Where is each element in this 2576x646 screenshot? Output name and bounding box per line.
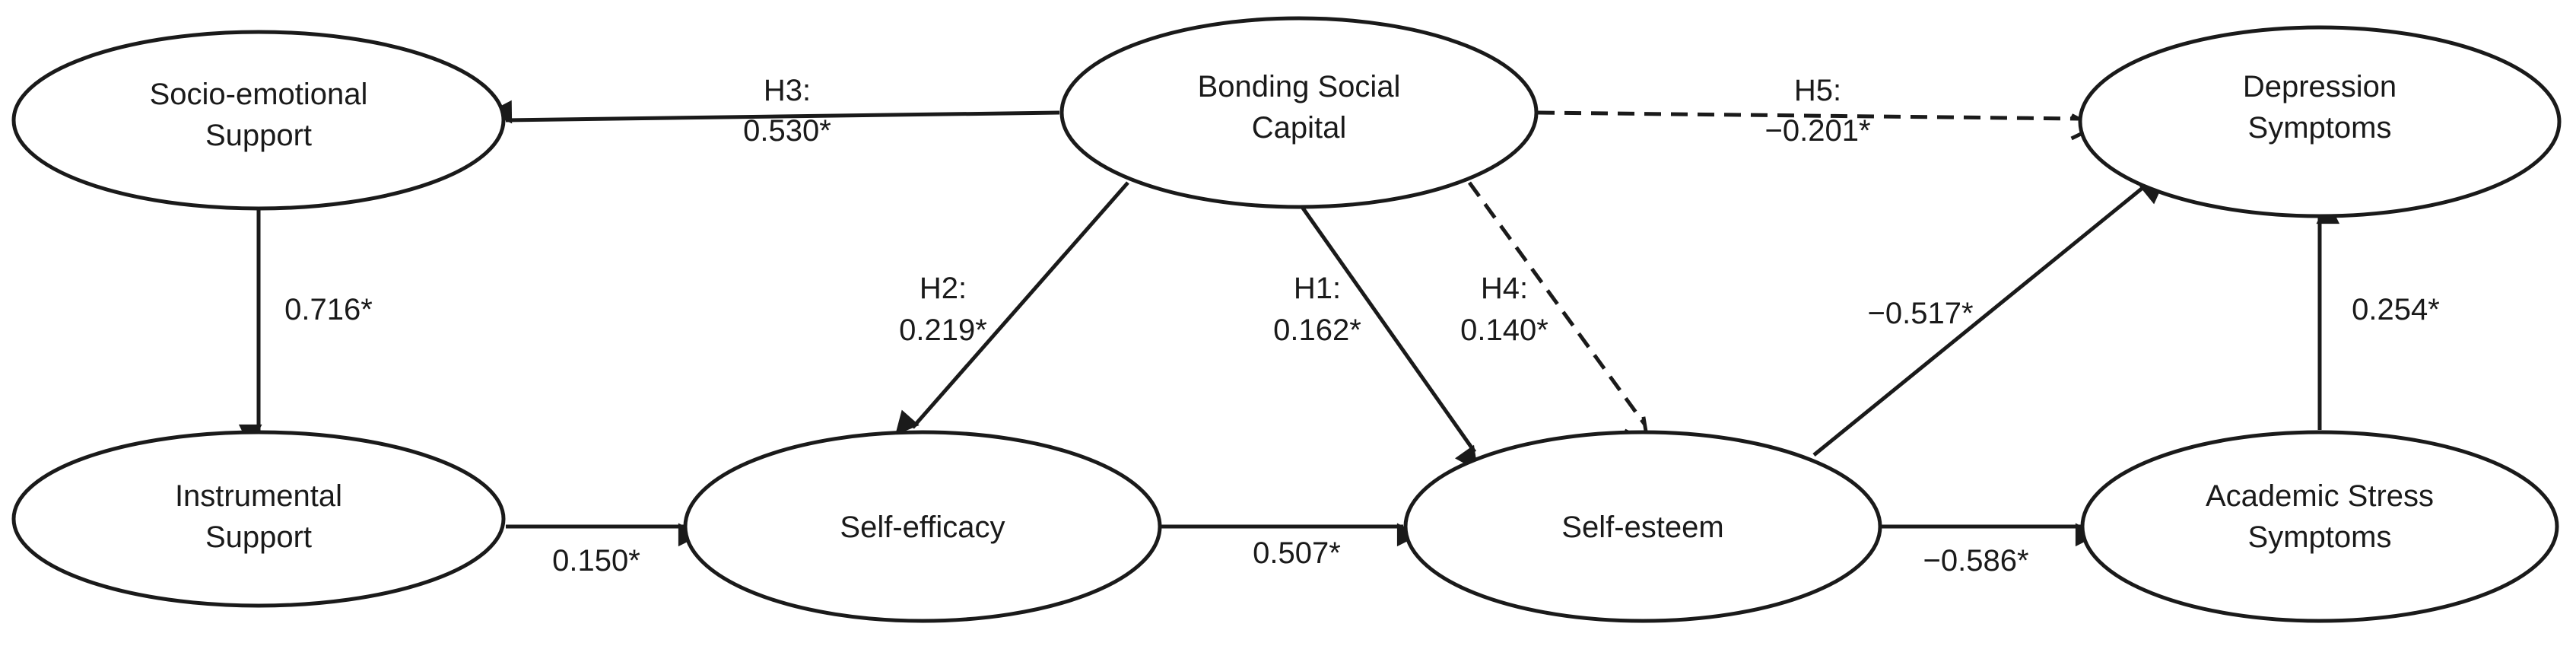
node-instrumental-support-line2: Support <box>205 520 312 554</box>
node-socio-emotional-support: Socio-emotional Support <box>11 30 506 211</box>
node-self-esteem-label: Self-esteem <box>1561 511 1723 544</box>
node-socio-emotional-support-line2: Support <box>205 119 312 152</box>
node-bonding-social-capital-line2: Capital <box>1252 111 1347 145</box>
h3-coefficient-label: 0.530* <box>743 114 831 148</box>
edge-labels: H3: 0.530* H5: −0.201* H2: 0.219* H1: 0.… <box>284 74 2440 578</box>
edge-bonding-to-self-esteem-mediated <box>1467 181 1650 446</box>
h4-hypothesis-label: H4: <box>1481 272 1528 305</box>
node-instrumental-support: Instrumental Support <box>11 430 506 608</box>
instrumental-to-self-efficacy-coefficient: 0.150* <box>552 544 640 578</box>
edge-bonding-to-self-efficacy <box>895 181 1129 435</box>
h2-coefficient-label: 0.219* <box>899 313 987 347</box>
node-bonding-social-capital: Bonding Social Capital <box>1059 16 1539 209</box>
academic-stress-to-depression-coefficient: 0.254* <box>2352 293 2440 326</box>
edge-bonding-to-depression <box>1537 110 2099 141</box>
socio-to-instrumental-coefficient: 0.716* <box>284 293 373 326</box>
node-depression-symptoms-line2: Symptoms <box>2248 111 2392 145</box>
h4-coefficient-label: 0.140* <box>1460 313 1548 347</box>
h5-hypothesis-label: H5: <box>1794 74 1841 107</box>
h1-coefficient-label: 0.162* <box>1273 313 1361 347</box>
node-self-esteem: Self-esteem <box>1403 430 1882 623</box>
h5-coefficient-label: −0.201* <box>1764 114 1870 148</box>
h1-hypothesis-label: H1: <box>1294 272 1341 305</box>
node-self-efficacy-label: Self-efficacy <box>840 511 1005 544</box>
edge-bonding-to-self-esteem <box>1300 205 1479 471</box>
edge-bonding-to-socio-emotional <box>488 100 1060 124</box>
node-socio-emotional-support-line1: Socio-emotional <box>150 78 368 111</box>
node-academic-stress-symptoms-line1: Academic Stress <box>2206 479 2434 513</box>
node-academic-stress-symptoms-line2: Symptoms <box>2248 520 2392 554</box>
node-instrumental-support-line1: Instrumental <box>175 479 342 513</box>
self-esteem-to-academic-stress-coefficient: −0.586* <box>1923 544 2028 578</box>
h3-hypothesis-label: H3: <box>764 74 811 107</box>
node-depression-symptoms-line1: Depression <box>2243 70 2397 103</box>
h2-hypothesis-label: H2: <box>920 272 967 305</box>
node-academic-stress-symptoms: Academic Stress Symptoms <box>2080 430 2559 623</box>
self-esteem-to-depression-coefficient: −0.517* <box>1867 297 1973 330</box>
edge-self-esteem-to-depression <box>1812 180 2165 457</box>
node-depression-symptoms: Depression Symptoms <box>2078 25 2562 218</box>
node-bonding-social-capital-line1: Bonding Social <box>1198 70 1401 103</box>
self-efficacy-to-self-esteem-coefficient: 0.507* <box>1253 536 1341 570</box>
node-self-efficacy: Self-efficacy <box>683 430 1162 623</box>
